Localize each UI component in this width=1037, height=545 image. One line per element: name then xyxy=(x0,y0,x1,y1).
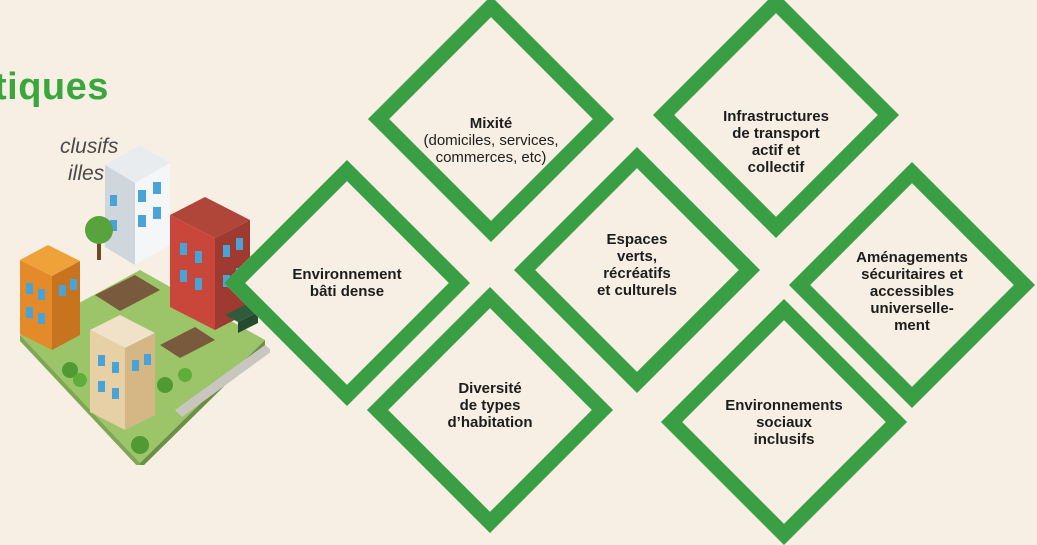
subtitle-line-2: illes xyxy=(68,162,105,185)
label-mixite: Mixité (domiciles, services, commerces, … xyxy=(423,115,559,166)
label-espaces-verts: Espaces verts, récréatifs et culturels xyxy=(596,231,678,299)
label-amenagements: Aménagements sécuritaires et accessibles… xyxy=(856,249,968,334)
label-diversite: Diversité de types d’habitation xyxy=(447,380,533,431)
label-bati-dense: Environnement bâti dense xyxy=(292,266,402,300)
page-title: tiques xyxy=(0,66,109,108)
page-subtitle: clusifs illes xyxy=(0,133,118,187)
city-neighbourhood-illustration xyxy=(20,145,270,465)
label-transport: Infrastructures de transport actif et co… xyxy=(723,108,829,176)
subtitle-line-1: clusifs xyxy=(60,135,119,158)
label-environnements-sociaux: Environnements sociaux inclusifs xyxy=(725,397,843,448)
